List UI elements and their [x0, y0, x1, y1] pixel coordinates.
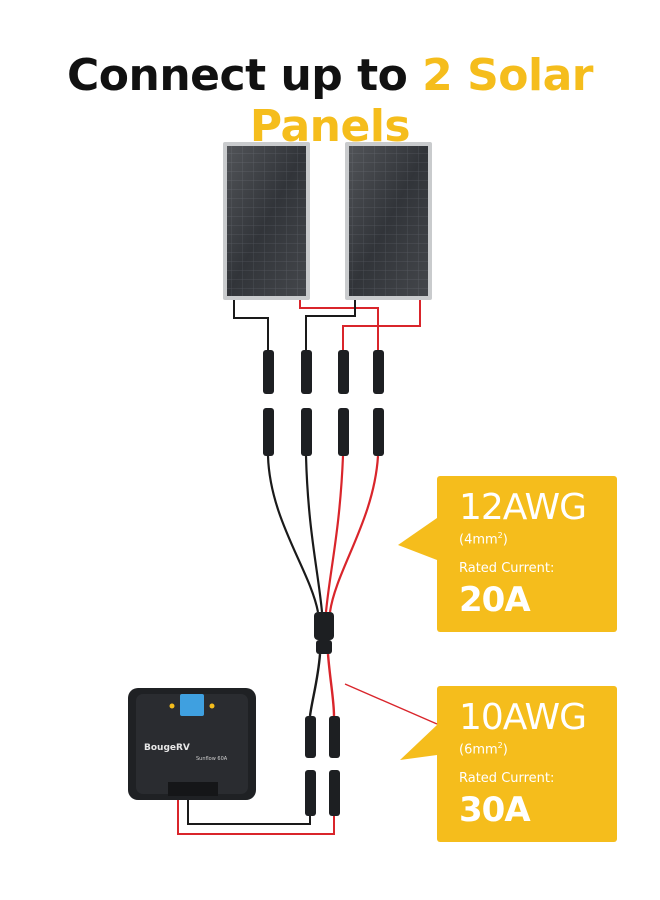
callout-12awg-box: [398, 476, 617, 632]
lower-mc4-connectors: [263, 408, 384, 456]
callout-12awg: 12AWG (4mm2) Rated Current: 20A: [437, 487, 639, 621]
rated-current-value: 30A: [459, 790, 531, 831]
wire-area: (6mm2): [459, 741, 508, 758]
solar-panel-1: [223, 142, 310, 300]
callout-10awg: 10AWG (6mm2) Rated Current: 30A: [437, 697, 639, 831]
rated-current-label: Rated Current:: [459, 771, 555, 787]
y-branch-connector: [314, 612, 334, 654]
controller-model: Sunflow 60A: [196, 756, 228, 762]
rated-current-value: 20A: [459, 580, 531, 621]
branch-wires: [266, 455, 380, 613]
charge-controller: [128, 688, 256, 800]
pointer-line: [344, 683, 438, 725]
callout-10awg-box: [400, 686, 617, 842]
rated-current-label: Rated Current:: [459, 561, 555, 577]
wire-area: (4mm2): [459, 531, 508, 548]
trunk-mc4-connectors: [305, 716, 340, 816]
controller-brand: BougeRV: [144, 743, 190, 753]
trunk-wires: [308, 653, 336, 717]
panel-leads: [233, 300, 421, 350]
title-prefix: Connect up to: [67, 50, 423, 101]
wire-gauge: 12AWG: [459, 487, 587, 528]
solar-panel-2: [345, 142, 432, 300]
wire-gauge: 10AWG: [459, 697, 587, 738]
controller-wires: [177, 800, 335, 835]
page-title: Connect up to 2 Solar Panels: [0, 50, 660, 152]
upper-mc4-connectors: [263, 350, 384, 394]
